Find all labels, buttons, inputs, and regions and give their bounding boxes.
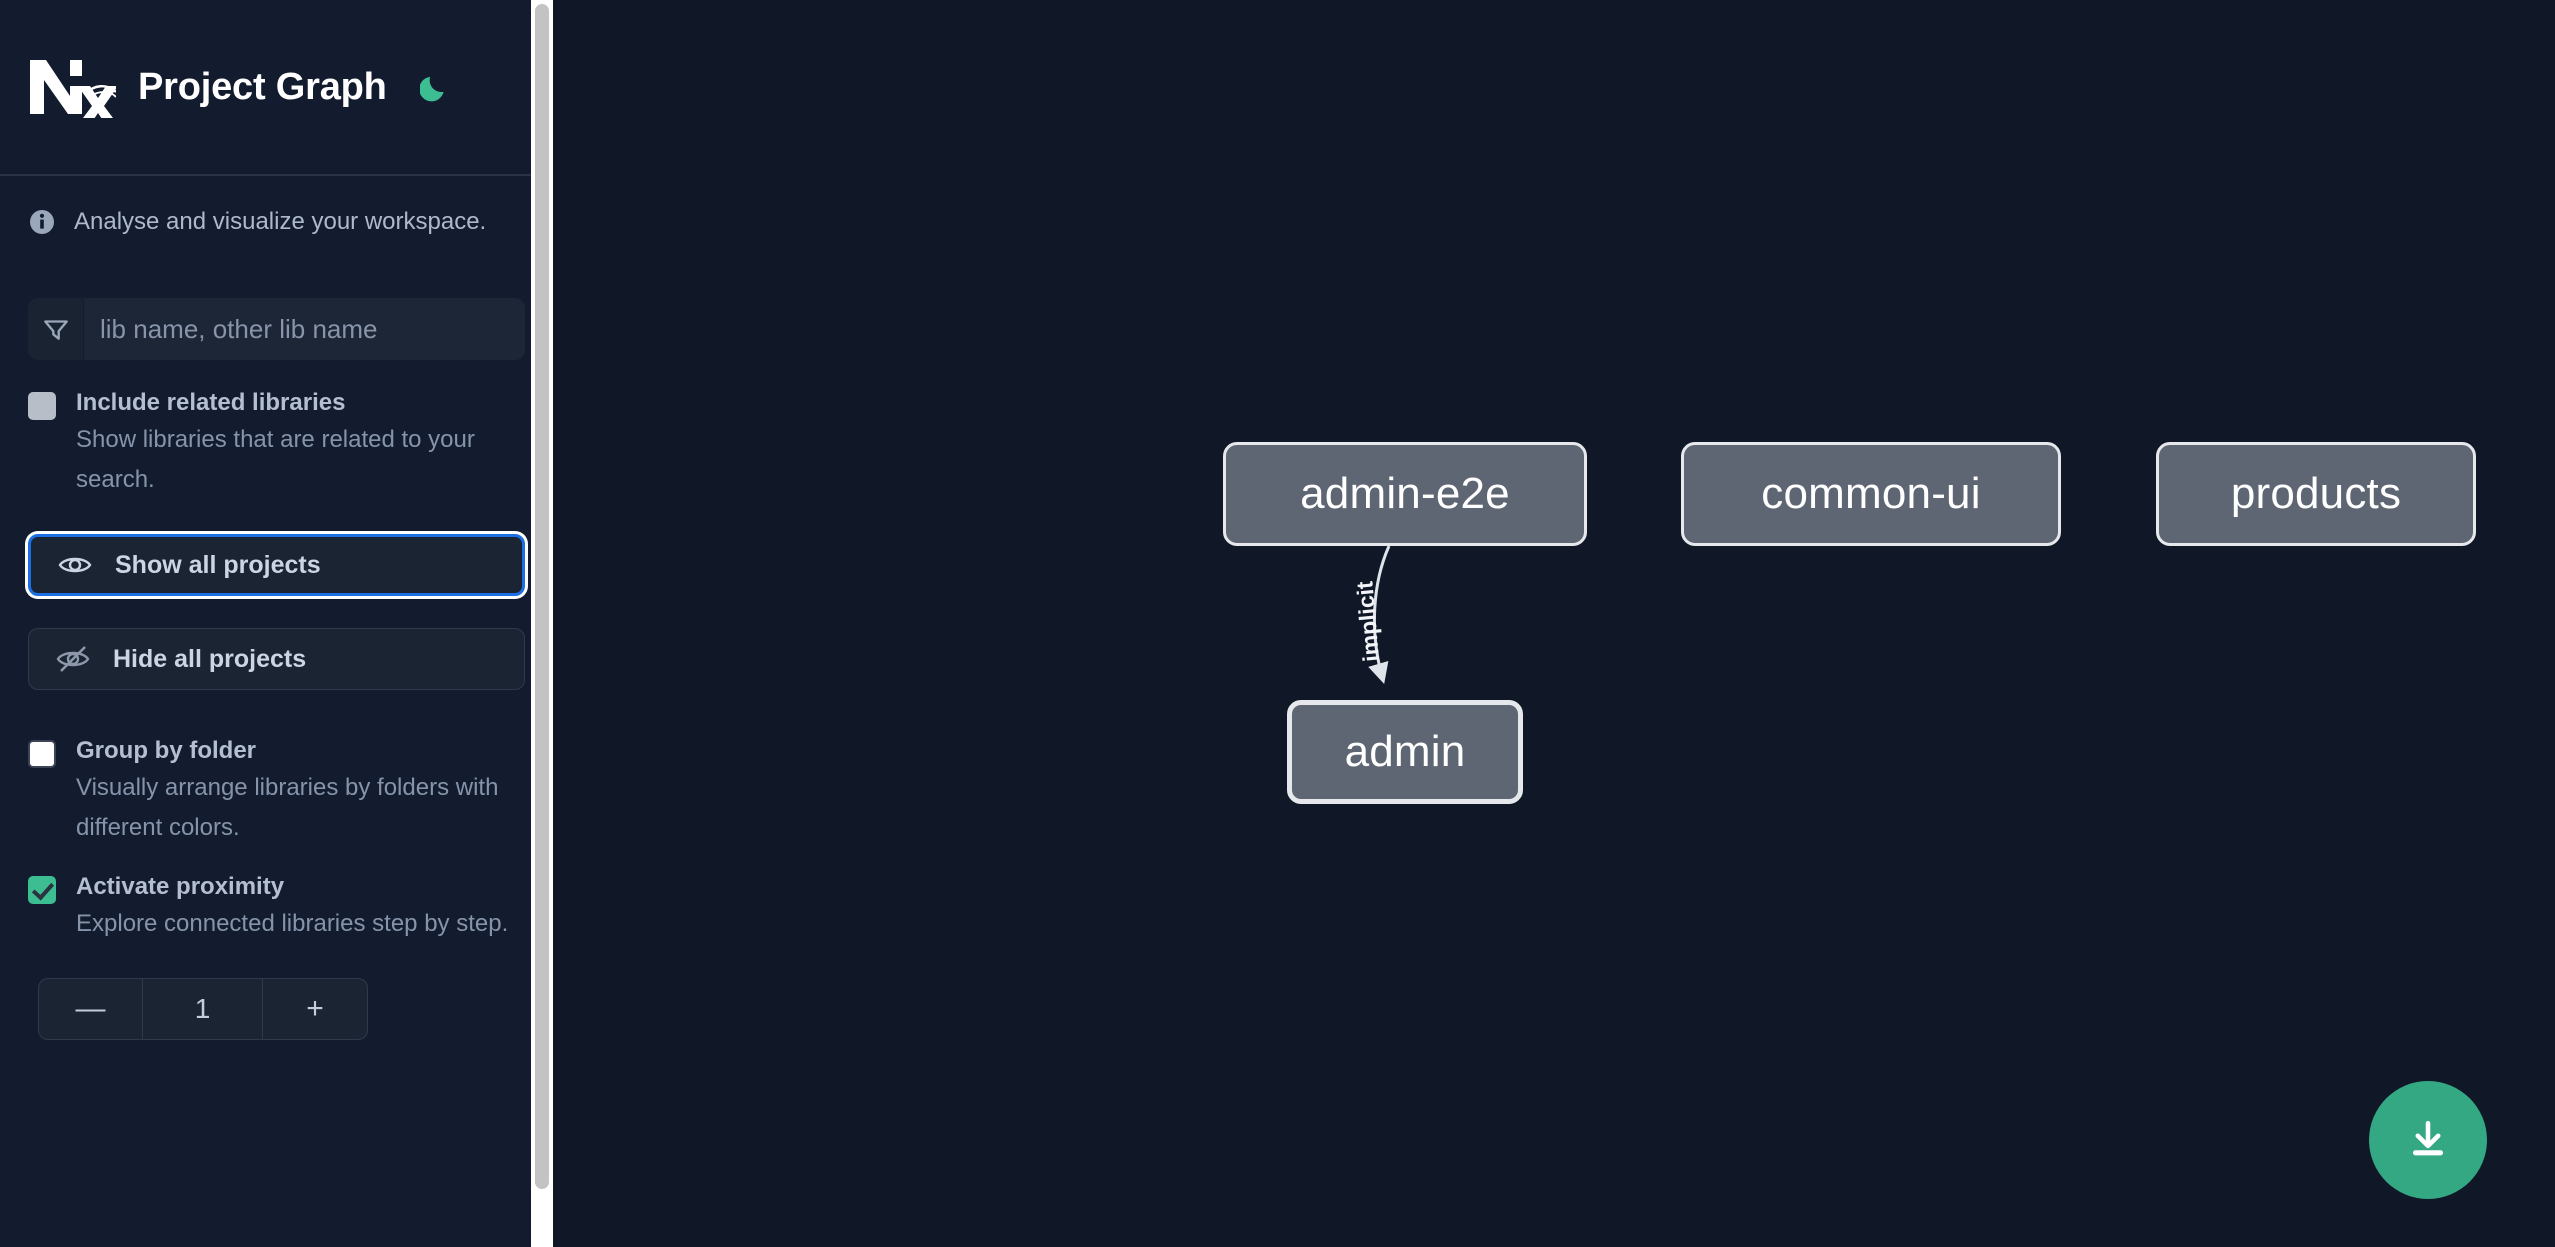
- sidebar: Project Graph Analyse and visualize your…: [0, 0, 553, 1247]
- filter-icon[interactable]: [28, 298, 84, 360]
- stepper-increment-button[interactable]: +: [306, 992, 324, 1025]
- edge-label-admin-e2e-to-admin: implicit: [1351, 580, 1385, 663]
- search-input[interactable]: [84, 298, 525, 360]
- hide-all-projects-button[interactable]: Hide all projects: [28, 628, 525, 690]
- search-field: [28, 298, 525, 360]
- graph-edges: [1368, 545, 1391, 685]
- graph-node-common-ui[interactable]: common-ui: [1681, 442, 2061, 546]
- option-description: Explore connected libraries step by step…: [76, 910, 509, 937]
- hide-all-projects-label: Hide all projects: [113, 644, 307, 673]
- tagline: Analyse and visualize your workspace.: [0, 176, 553, 268]
- option-description: Show libraries that are related to your …: [76, 426, 475, 493]
- option-group-by-folder[interactable]: Group by folder Visually arrange librari…: [0, 734, 553, 848]
- graph-node-admin[interactable]: admin: [1287, 700, 1523, 804]
- checkbox-group-by-folder[interactable]: [28, 740, 56, 768]
- option-activate-proximity[interactable]: Activate proximity Explore connected lib…: [0, 870, 553, 944]
- option-description: Visually arrange libraries by folders wi…: [76, 774, 499, 841]
- graph-node-admin-e2e[interactable]: admin-e2e: [1223, 442, 1587, 546]
- download-graph-button[interactable]: [2369, 1081, 2487, 1199]
- sidebar-header: Project Graph: [0, 0, 553, 176]
- graph-node-label: admin: [1344, 727, 1466, 776]
- checkbox-activate-proximity[interactable]: [28, 876, 56, 904]
- graph-node-label: common-ui: [1761, 469, 1981, 518]
- option-label: Include related libraries: [76, 389, 346, 416]
- sidebar-scrollbar[interactable]: [531, 0, 553, 1247]
- info-icon: [28, 208, 56, 236]
- nx-logo-icon: [28, 56, 118, 122]
- eye-off-icon: [55, 641, 91, 677]
- page-title: Project Graph: [138, 65, 387, 108]
- stepper-decrement-button[interactable]: —: [39, 979, 143, 1039]
- show-all-projects-label: Show all projects: [115, 550, 321, 579]
- download-icon: [2403, 1113, 2453, 1168]
- moon-icon[interactable]: [415, 67, 455, 107]
- option-include-related-libraries[interactable]: Include related libraries Show libraries…: [0, 386, 553, 500]
- graph-node-label: admin-e2e: [1300, 469, 1510, 518]
- proximity-stepper: — 1 +: [38, 978, 368, 1040]
- tagline-text: Analyse and visualize your workspace.: [74, 208, 487, 235]
- checkbox-include-related-libraries[interactable]: [28, 392, 56, 420]
- graph-node-products[interactable]: products: [2156, 442, 2476, 546]
- show-all-projects-button[interactable]: Show all projects: [28, 534, 525, 596]
- graph-canvas[interactable]: implicit implicit admin-e2e common-ui pr…: [553, 0, 2555, 1247]
- stepper-value[interactable]: 1: [143, 979, 263, 1039]
- graph-node-label: products: [2230, 469, 2402, 518]
- sidebar-scrollbar-thumb[interactable]: [535, 4, 549, 1189]
- eye-icon: [57, 547, 93, 583]
- option-label: Activate proximity: [76, 873, 285, 900]
- option-label: Group by folder: [76, 737, 256, 764]
